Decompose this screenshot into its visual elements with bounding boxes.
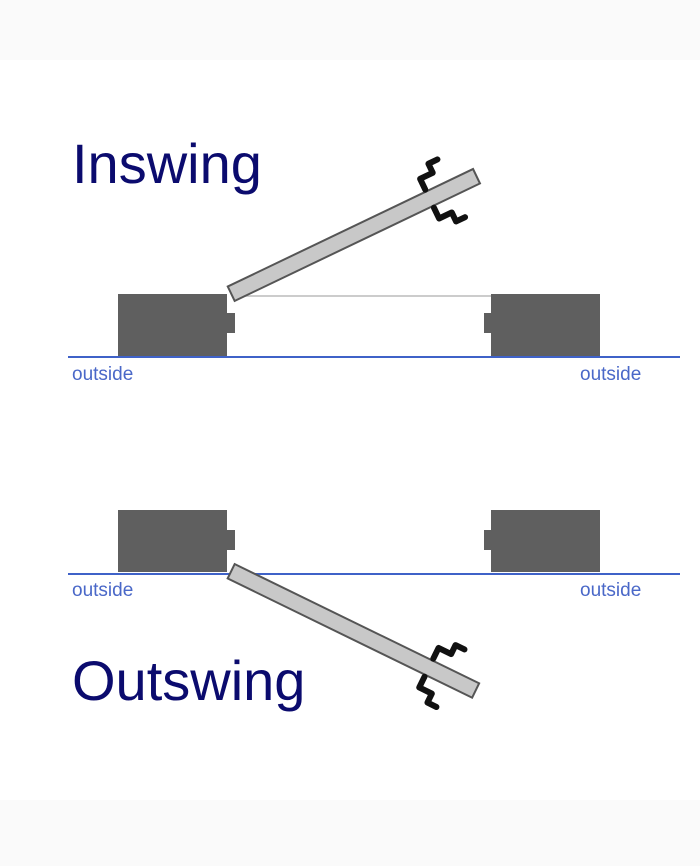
right-wall (484, 510, 600, 572)
door-panel (226, 167, 482, 303)
outswing-title: Outswing (72, 649, 305, 712)
inswing-section: Inswing outside outside (68, 132, 680, 385)
left-wall (118, 510, 235, 572)
inswing-right-label: outside (580, 364, 641, 385)
right-wall (484, 294, 600, 356)
outswing-right-label: outside (580, 580, 641, 601)
outswing-section: outside outside Outswing (68, 510, 680, 712)
outswing-left-label: outside (72, 580, 133, 601)
left-wall (118, 294, 235, 356)
door-handle-icon (416, 642, 468, 710)
inswing-door (226, 156, 482, 303)
door-panel (226, 562, 481, 700)
inswing-left-label: outside (72, 364, 133, 385)
inswing-title: Inswing (72, 132, 262, 195)
door-handle-icon (417, 156, 469, 225)
background-panel (0, 60, 700, 800)
outswing-door (226, 562, 481, 710)
